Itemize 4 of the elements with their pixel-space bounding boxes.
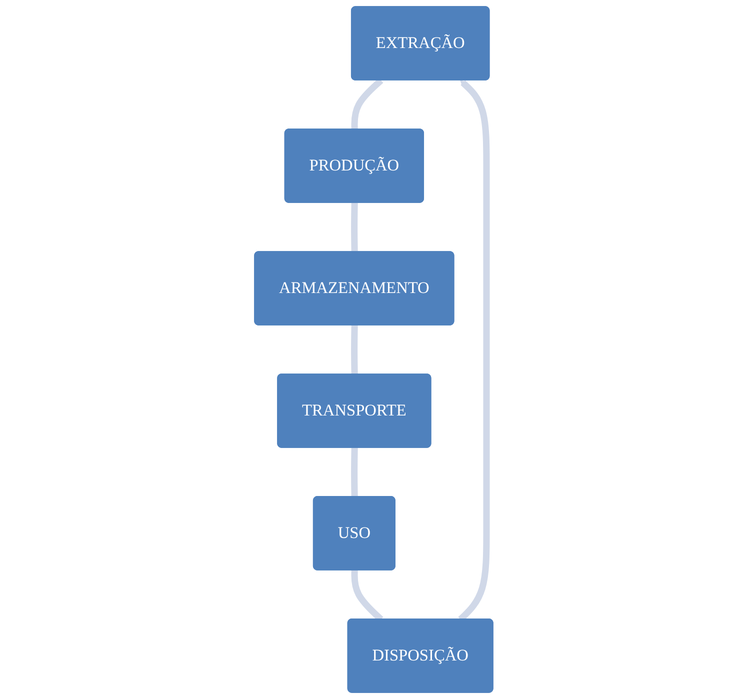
connector — [351, 325, 358, 374]
connector — [351, 448, 358, 497]
connector — [351, 202, 358, 252]
connector — [352, 78, 384, 130]
